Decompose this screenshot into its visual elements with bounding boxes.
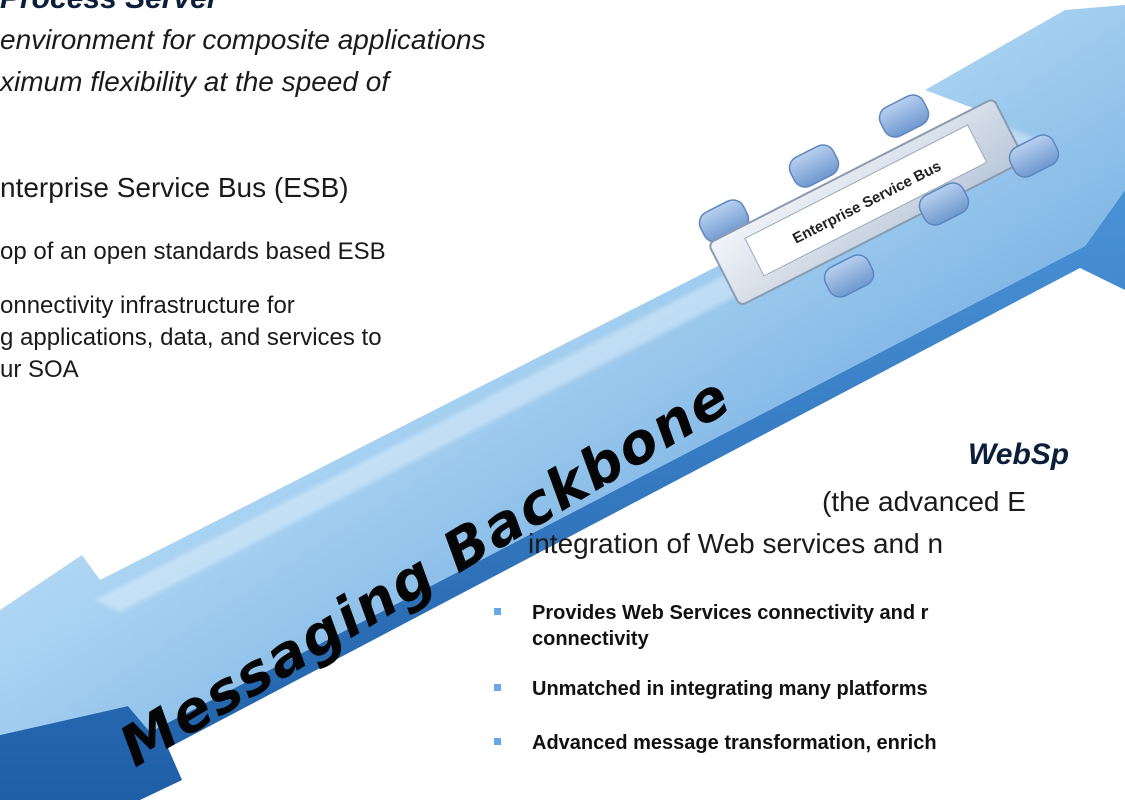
bullet-item: Provides Web Services connectivity and r… — [494, 600, 929, 652]
bullet-item: Unmatched in integrating many platforms — [494, 676, 928, 702]
left-subtitle-line-2: ximum flexibility at the speed of — [0, 66, 390, 97]
arrow-shadow — [0, 190, 1125, 800]
bullet-text-line: Unmatched in integrating many platforms — [532, 678, 928, 700]
enterprise-service-bus-box: Enterprise Service Bus — [709, 99, 1025, 305]
esb-point-2-line-1: onnectivity infrastructure for — [0, 292, 295, 319]
bullet-text-line: Provides Web Services connectivity and r — [532, 602, 929, 624]
esb-section-title: nterprise Service Bus (ESB) — [0, 172, 349, 203]
bullet-text-line: connectivity — [532, 628, 649, 650]
esb-point-2-line-3: ur SOA — [0, 356, 79, 383]
bullet-text-line: Advanced message transformation, enrich — [532, 732, 937, 754]
right-subtitle-line-1: (the advanced E — [822, 486, 1026, 517]
right-title: WebSp — [968, 438, 1070, 471]
bus-connectors-front — [823, 134, 1060, 298]
bullet-item: Advanced message transformation, enrich — [494, 730, 937, 756]
bullet-square-icon — [494, 738, 501, 745]
esb-point-1: op of an open standards based ESB — [0, 238, 386, 265]
left-title: Process Server — [0, 0, 219, 16]
left-subtitle-line-1: environment for composite applications — [0, 24, 486, 55]
bullet-square-icon — [494, 684, 501, 691]
bullet-square-icon — [494, 608, 501, 615]
right-subtitle-line-2: integration of Web services and n — [528, 528, 944, 559]
bus-connectors — [698, 94, 930, 243]
esb-point-2-line-2: g applications, data, and services to — [0, 324, 382, 351]
